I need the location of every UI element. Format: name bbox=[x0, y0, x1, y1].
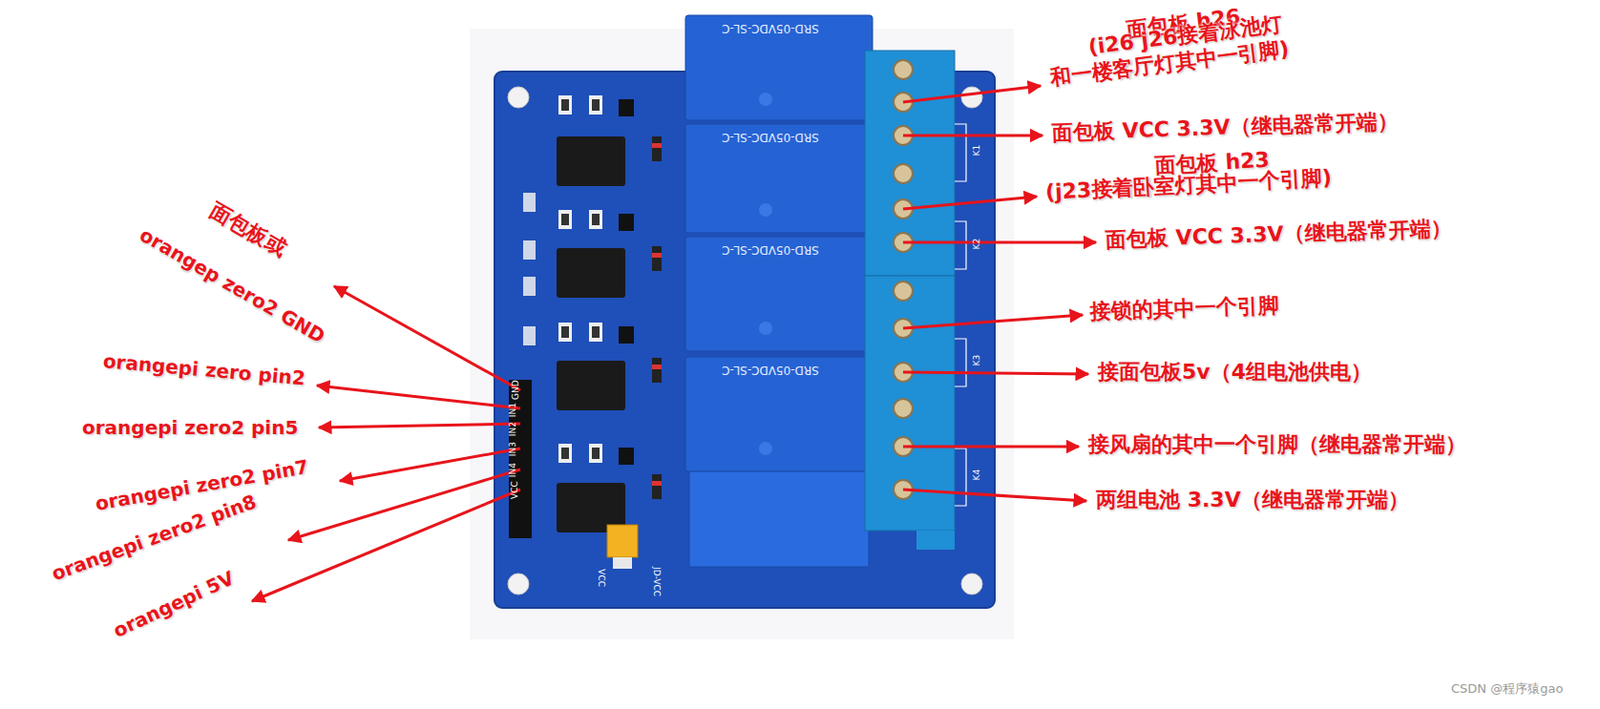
mounting-hole bbox=[961, 573, 983, 595]
pin-label: orangepi 5V bbox=[109, 566, 239, 643]
header-pin-name: VCC bbox=[509, 481, 521, 500]
channel-name: K3 bbox=[971, 355, 983, 367]
header-pin-name: IN4 bbox=[507, 463, 519, 478]
callout-label: 接面包板5v（4组电池供电） bbox=[1097, 358, 1372, 386]
channel-name: K4 bbox=[971, 469, 983, 482]
jumper-label: JD-VCC bbox=[651, 567, 662, 597]
relay-marking: SRD-05VDC-SL-C bbox=[721, 242, 820, 257]
relay-marking: SRD-05VDC-SL-C bbox=[721, 362, 820, 378]
mounting-hole bbox=[507, 573, 529, 595]
callout-label: 面包板 VCC 3.3V（继电器常开端） bbox=[1105, 214, 1453, 253]
jumper bbox=[607, 525, 638, 558]
header-pin-name: GND bbox=[510, 379, 522, 400]
relays bbox=[685, 15, 873, 568]
mounting-hole bbox=[507, 86, 529, 108]
leader-arrows bbox=[252, 85, 1096, 602]
screw-terminals bbox=[864, 50, 967, 550]
callout-label: 面包板或 bbox=[205, 197, 292, 263]
channel-components bbox=[523, 95, 662, 533]
jumper-pins bbox=[612, 557, 632, 569]
relay-marking: SRD-05VDC-SL-C bbox=[721, 129, 820, 145]
callout-label: 接锁的其中一个引脚 bbox=[1090, 292, 1281, 325]
pin-label: orangepi zero2 pin5 bbox=[82, 416, 298, 441]
callout-label: 面包板 VCC 3.3V（继电器常开端） bbox=[1052, 107, 1399, 147]
relay-marking: SRD-05VDC-SL-C bbox=[721, 21, 820, 36]
header-pin-name: IN2 bbox=[507, 421, 519, 437]
channel-name: K2 bbox=[971, 238, 983, 251]
header-pin-name: IN3 bbox=[507, 442, 519, 457]
header-pin-name: IN1 bbox=[507, 402, 519, 418]
watermark: CSDN @程序猿gao bbox=[1451, 681, 1563, 697]
jumper-label: VCC bbox=[595, 568, 607, 588]
callout-label: 接风扇的其中一个引脚（继电器常开端） bbox=[1088, 431, 1467, 459]
channel-name: K1 bbox=[971, 145, 983, 157]
pin-label: orangepi zero pin2 bbox=[102, 349, 307, 391]
callout-label: 两组电池 3.3V（继电器常开端） bbox=[1095, 486, 1410, 514]
pin-label: orangep zero2 GND bbox=[135, 223, 330, 350]
mounting-hole bbox=[961, 86, 983, 108]
